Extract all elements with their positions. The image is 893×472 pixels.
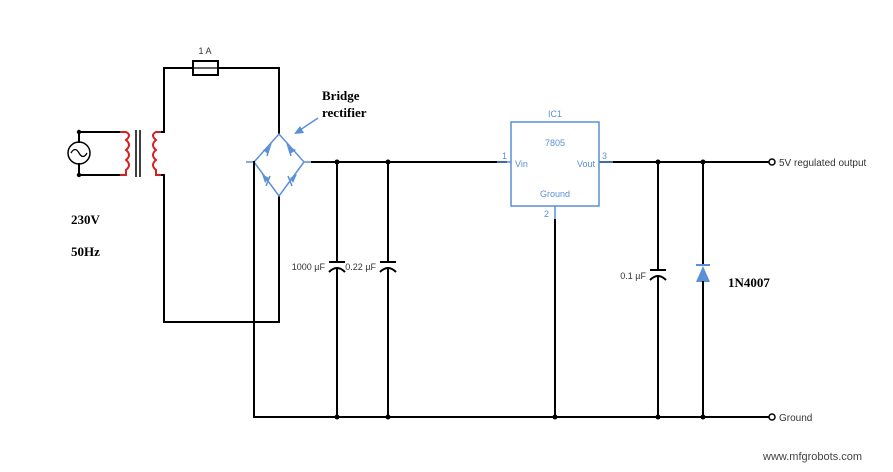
capacitor-01uf: 0.1 µF — [620, 159, 667, 420]
bridge-label-line2: rectifier — [322, 105, 367, 120]
ic-pin3: 3 — [602, 151, 607, 161]
output-label: 5V regulated output — [779, 158, 867, 169]
fuse: 1 A — [192, 46, 219, 76]
capacitor-022uf: 0.22 µF — [345, 159, 397, 420]
ic-pin1: 1 — [502, 151, 507, 161]
bridge-label-line1: Bridge — [322, 88, 360, 103]
ground-label: Ground — [779, 413, 812, 424]
diode-label: 1N4007 — [728, 275, 770, 290]
ic-vout: Vout — [577, 159, 596, 169]
frequency-label: 50Hz — [71, 244, 100, 259]
fuse-label: 1 A — [198, 46, 211, 56]
bridge-rectifier — [246, 132, 312, 198]
ic-pin2: 2 — [544, 209, 549, 219]
cap3-label: 0.1 µF — [620, 271, 646, 281]
transformer — [120, 130, 165, 177]
ic-7805: IC1 7805 Vin Vout Ground 1 3 2 — [497, 109, 613, 420]
ac-source — [67, 129, 121, 178]
ground-terminal — [768, 413, 776, 421]
output-terminal — [768, 158, 776, 166]
diode-1n4007: 1N4007 — [696, 159, 770, 420]
watermark: www.mfgrobots.com — [762, 451, 862, 463]
ic-ground: Ground — [540, 189, 570, 199]
cap1-label: 1000 µF — [292, 262, 326, 272]
capacitor-1000uf: 1000 µF — [292, 159, 346, 420]
voltage-label: 230V — [71, 212, 101, 227]
arrow-icon — [294, 126, 304, 134]
cap2-label: 0.22 µF — [345, 262, 376, 272]
ic-name: IC1 — [548, 109, 562, 119]
secondary-wires — [163, 67, 280, 323]
bridge-label: Bridge rectifier — [294, 88, 367, 134]
dc-rails — [253, 158, 776, 421]
ic-part: 7805 — [545, 138, 565, 148]
ic-vin: Vin — [515, 159, 528, 169]
